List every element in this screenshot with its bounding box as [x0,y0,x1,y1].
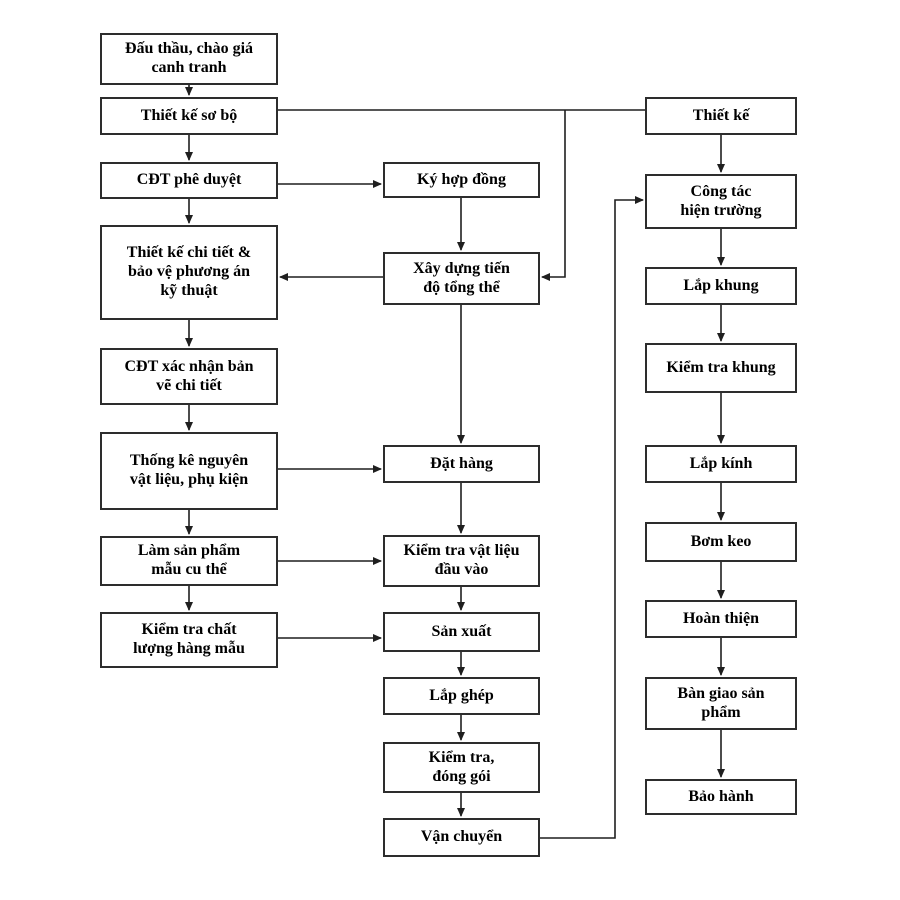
node-lam-san-pham-mau: Làm sản phẩm mẫu cu thể [100,536,278,586]
node-xay-dung-tien-do: Xây dựng tiến độ tổng thể [383,252,540,305]
node-cdt-xac-nhan: CĐT xác nhận bản vẽ chi tiết [100,348,278,405]
node-kiem-tra-chat-luong: Kiểm tra chất lượng hàng mẫu [100,612,278,668]
node-thiet-ke: Thiết kế [645,97,797,135]
node-lap-ghep: Lắp ghép [383,677,540,715]
node-bom-keo: Bơm keo [645,522,797,562]
node-ban-giao: Bàn giao sản phẩm [645,677,797,730]
node-thong-ke: Thống kê nguyên vật liệu, phụ kiện [100,432,278,510]
node-thiet-ke-chi-tiet: Thiết kế chi tiết & bảo vệ phương án kỹ … [100,225,278,320]
node-van-chuyen: Vận chuyển [383,818,540,857]
edge-thiet-ke-so-bo-xay-dung-tien-do [541,110,566,281]
node-ky-hop-dong: Ký hợp đồng [383,162,540,198]
node-lap-kinh: Lắp kính [645,445,797,483]
edge-van-chuyen-cong-tac-hien-truong [540,196,644,839]
node-san-xuat: Sản xuất [383,612,540,652]
node-dau-thau: Đấu thầu, chào giá canh tranh [100,33,278,85]
node-lap-khung: Lắp khung [645,267,797,305]
node-cdt-phe-duyet: CĐT phê duyệt [100,162,278,199]
node-bao-hanh: Bảo hành [645,779,797,815]
node-kiem-tra-vat-lieu: Kiểm tra vật liệu đầu vào [383,535,540,587]
node-kiem-tra-dong-goi: Kiểm tra, đóng gói [383,742,540,793]
node-thiet-ke-so-bo: Thiết kế sơ bộ [100,97,278,135]
node-hoan-thien: Hoàn thiện [645,600,797,638]
node-kiem-tra-khung: Kiểm tra khung [645,343,797,393]
node-cong-tac-hien-truong: Công tác hiện trường [645,174,797,229]
node-dat-hang: Đặt hàng [383,445,540,483]
